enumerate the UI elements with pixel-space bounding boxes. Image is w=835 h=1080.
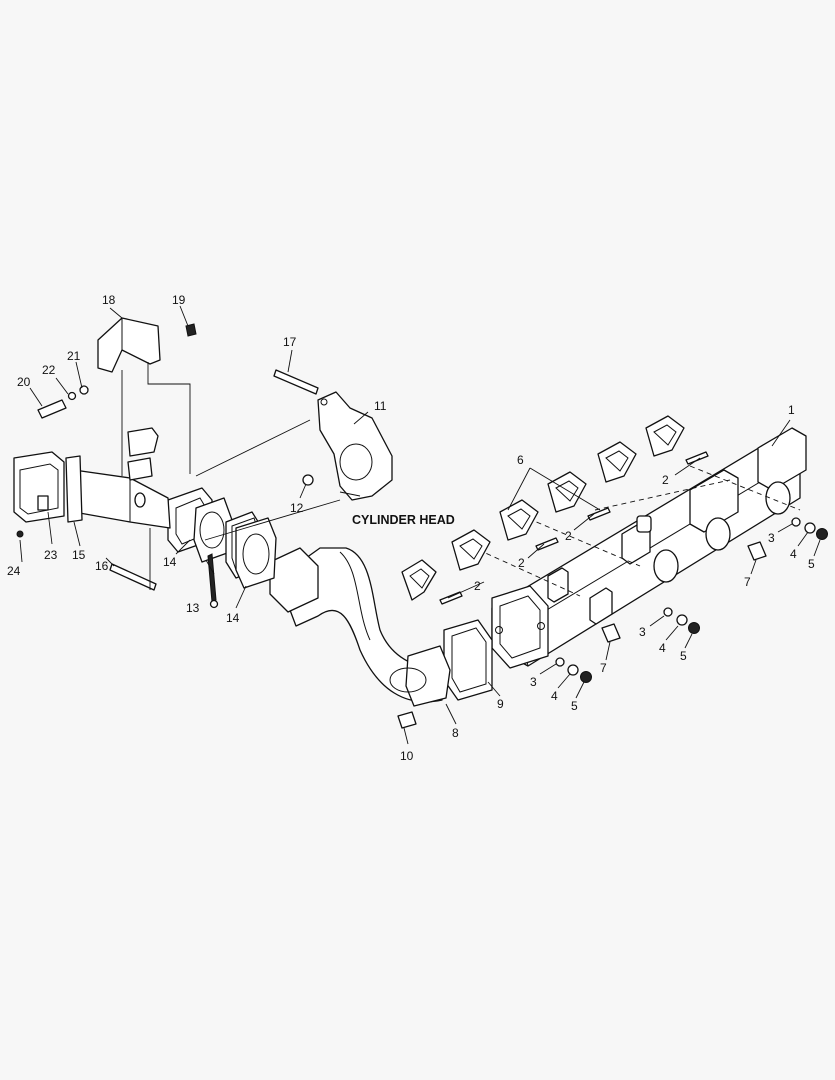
callout-7-right: 7 [744, 575, 751, 589]
studs [439, 451, 709, 605]
callout-4-left: 4 [551, 689, 558, 703]
callout-3-left: 3 [530, 675, 537, 689]
mounting-bracket [317, 391, 393, 501]
callout-9: 9 [497, 697, 504, 711]
callout-22: 22 [42, 363, 56, 377]
callout-6: 6 [517, 453, 524, 467]
turbo-flange-assembly [167, 487, 277, 609]
small-bolts [37, 369, 319, 591]
manifold-gaskets [401, 415, 685, 601]
callout-13: 13 [186, 601, 200, 615]
callout-3-right: 3 [768, 531, 775, 545]
callout-3-mid: 3 [639, 625, 646, 639]
callout-2-mid: 2 [565, 529, 572, 543]
callout-5-mid: 5 [680, 649, 687, 663]
callout-1: 1 [788, 403, 795, 417]
callout-7-mid: 7 [600, 661, 607, 675]
callout-10: 10 [400, 749, 414, 763]
cylinder-head-annotation: CYLINDER HEAD [352, 513, 455, 527]
callout-24: 24 [7, 564, 21, 578]
callout-19: 19 [172, 293, 186, 307]
bolts-and-washers [397, 517, 828, 729]
inlet-adapter [13, 451, 171, 538]
callout-5-right: 5 [808, 557, 815, 571]
callout-18: 18 [102, 293, 116, 307]
callout-20: 20 [17, 375, 31, 389]
callout-2-lower: 2 [518, 556, 525, 570]
callout-11: 11 [374, 399, 387, 413]
callout-4-mid: 4 [659, 641, 666, 655]
callout-2-upper: 2 [662, 473, 669, 487]
callout-21: 21 [67, 349, 81, 363]
callout-16: 16 [95, 559, 109, 573]
callout-numbers: 1 6 2 2 2 2 3 4 5 7 3 4 5 7 3 4 5 9 8 10… [7, 293, 815, 763]
callout-12: 12 [290, 501, 304, 515]
elbow-gasket [443, 619, 493, 701]
callout-14-right: 14 [226, 611, 240, 625]
exhaust-elbow-pipe [269, 547, 451, 707]
callout-15: 15 [72, 548, 86, 562]
callout-4-right: 4 [790, 547, 797, 561]
callout-17: 17 [283, 335, 297, 349]
callout-5-left: 5 [571, 699, 578, 713]
callout-23: 23 [44, 548, 58, 562]
leader-lines [19, 305, 821, 745]
sensor-bracket [97, 317, 197, 481]
callout-8: 8 [452, 726, 459, 740]
callout-2-left: 2 [474, 579, 481, 593]
callout-14-left: 14 [163, 555, 177, 569]
